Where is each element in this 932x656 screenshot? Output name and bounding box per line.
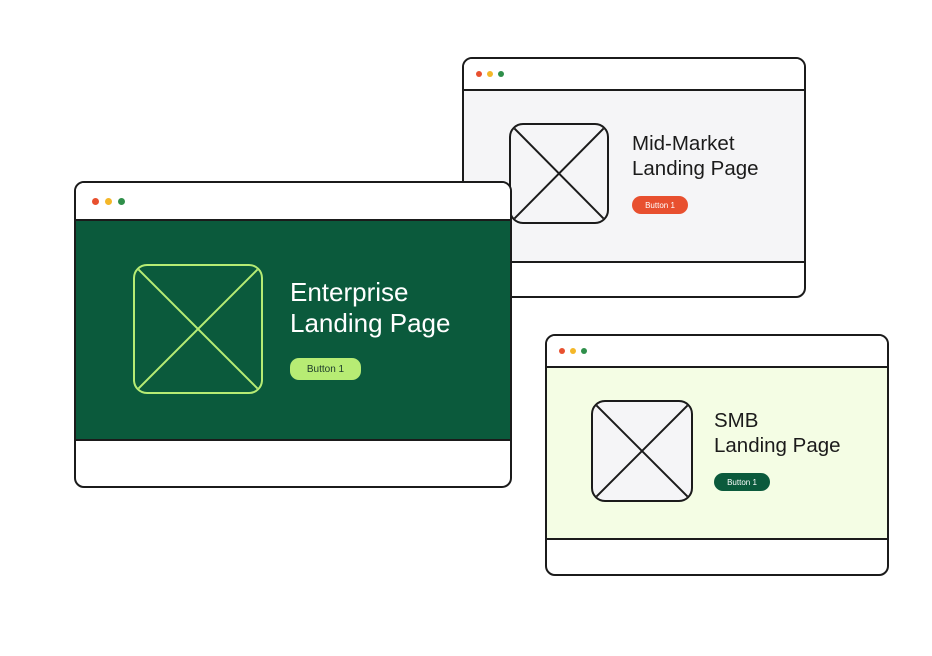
maximize-dot-icon[interactable] xyxy=(498,71,504,77)
smb-landing-page-window: SMB Landing Page Button 1 xyxy=(545,334,889,576)
minimize-dot-icon[interactable] xyxy=(105,197,112,205)
hero-section: Enterprise Landing Page Button 1 xyxy=(76,221,510,441)
primary-button[interactable]: Button 1 xyxy=(632,196,688,214)
enterprise-landing-page-window: Enterprise Landing Page Button 1 xyxy=(74,181,512,488)
hero-section: Mid-Market Landing Page Button 1 xyxy=(464,91,804,263)
maximize-dot-icon[interactable] xyxy=(581,348,587,354)
maximize-dot-icon[interactable] xyxy=(118,197,125,205)
page-heading: Mid-Market Landing Page xyxy=(632,132,759,180)
browser-title-bar xyxy=(76,183,510,221)
close-dot-icon[interactable] xyxy=(92,197,99,205)
image-placeholder-icon xyxy=(133,264,263,394)
page-heading: SMB Landing Page xyxy=(714,409,841,457)
primary-button[interactable]: Button 1 xyxy=(290,358,361,380)
minimize-dot-icon[interactable] xyxy=(570,348,576,354)
browser-title-bar xyxy=(547,336,887,368)
image-placeholder-icon xyxy=(591,400,693,502)
hero-section: SMB Landing Page Button 1 xyxy=(547,368,887,540)
image-placeholder-icon xyxy=(509,123,609,224)
browser-title-bar xyxy=(464,59,804,91)
mid-market-landing-page-window: Mid-Market Landing Page Button 1 xyxy=(462,57,806,298)
page-heading: Enterprise Landing Page xyxy=(290,277,451,339)
close-dot-icon[interactable] xyxy=(559,348,565,354)
minimize-dot-icon[interactable] xyxy=(487,71,493,77)
close-dot-icon[interactable] xyxy=(476,71,482,77)
primary-button[interactable]: Button 1 xyxy=(714,473,770,491)
